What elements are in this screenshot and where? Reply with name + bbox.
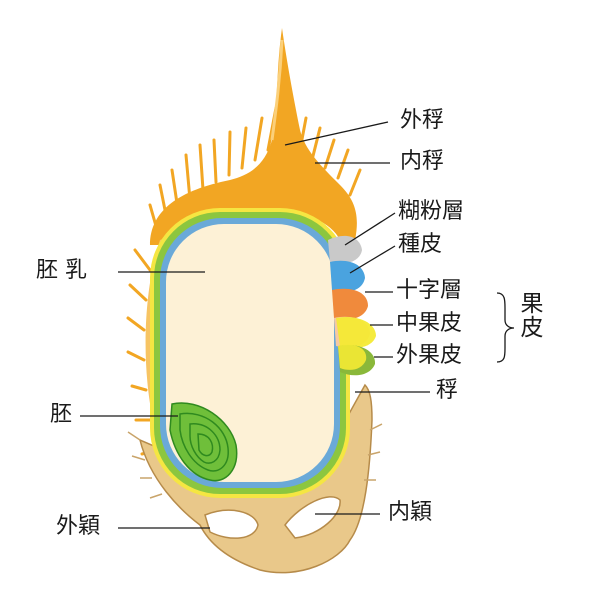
glume-hole-left xyxy=(204,509,259,539)
label-aleurone: 糊粉層 xyxy=(398,199,465,224)
label-embryo: 胚 xyxy=(50,402,73,427)
label-outer-glume: 外穎 xyxy=(56,514,101,539)
label-inner-lemma: 内稃 xyxy=(400,149,445,174)
label-outer-lemma: 外稃 xyxy=(400,108,445,133)
glume-hole-right xyxy=(284,496,341,539)
label-cross-layer: 十字層 xyxy=(396,278,463,303)
label-pericarp: 果皮 xyxy=(520,291,544,342)
leader-lines xyxy=(80,121,515,529)
husk-awn xyxy=(150,28,357,245)
label-inner-glume: 内穎 xyxy=(388,500,433,525)
label-husk: 稃 xyxy=(436,378,459,403)
pericarp-layers xyxy=(328,235,376,376)
embryo xyxy=(169,402,238,482)
label-mesocarp: 中果皮 xyxy=(396,311,463,336)
label-seed-coat: 種皮 xyxy=(398,232,443,257)
label-endosperm: 胚 乳 xyxy=(36,258,87,283)
label-exocarp: 外果皮 xyxy=(396,343,463,368)
